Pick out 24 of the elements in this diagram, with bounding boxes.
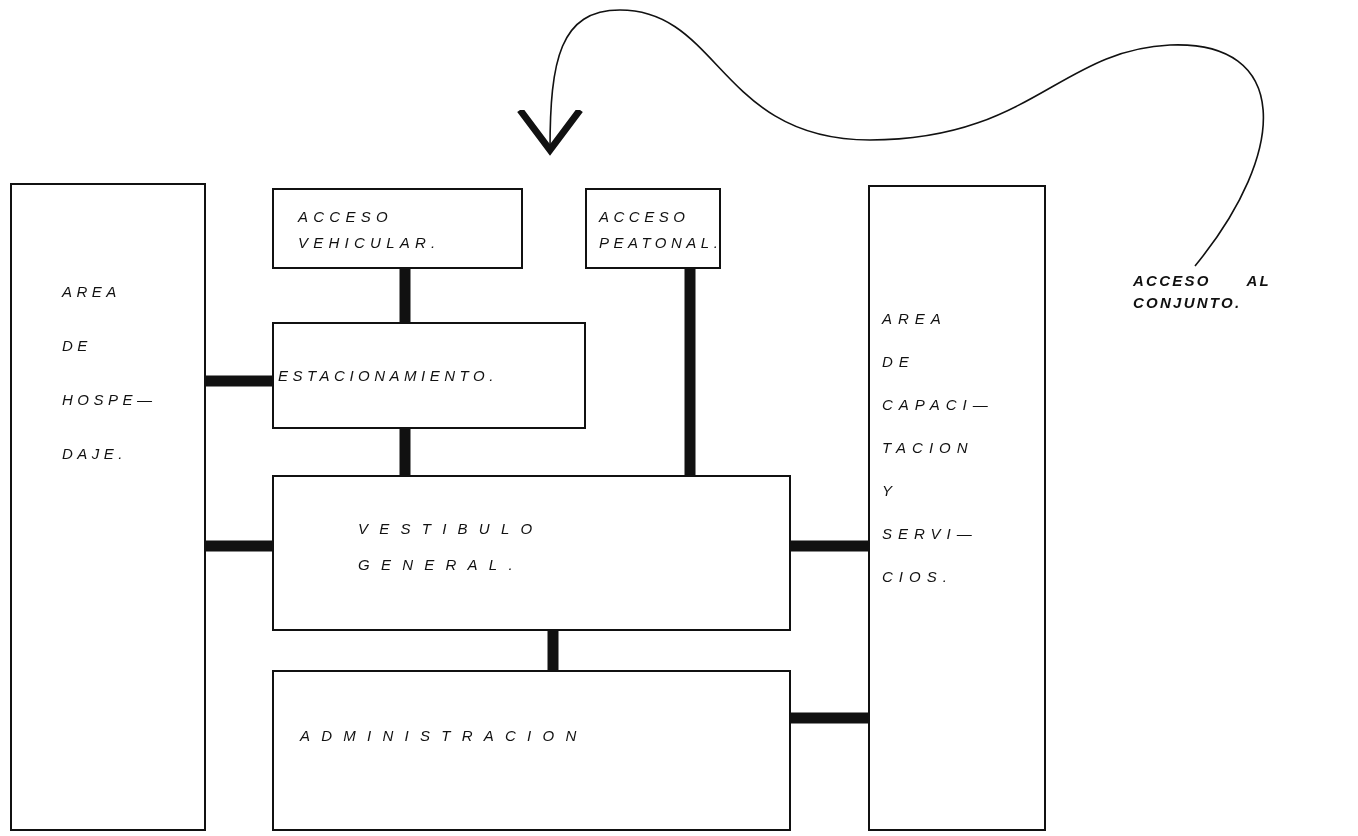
- area-label: VESTIBULO GENERAL.: [358, 519, 544, 575]
- area-box: [272, 670, 791, 831]
- connector-bar: [206, 375, 272, 387]
- connector-bar: [206, 540, 272, 552]
- area-label: ACCESO PEATONAL.: [599, 207, 723, 253]
- area-label: ACCESO AL CONJUNTO.: [1133, 271, 1272, 313]
- connector-bar: [399, 269, 411, 322]
- area-box: [272, 475, 791, 631]
- area-box: [10, 183, 206, 831]
- curved-arrow: [516, 9, 1264, 267]
- area-label: ACCESO VEHICULAR.: [298, 207, 441, 253]
- area-label: AREA DE CAPACI— TACION Y SERVI— CIOS.: [882, 309, 994, 587]
- connector-bar: [547, 631, 559, 670]
- connector-bar: [791, 540, 868, 552]
- area-box: [585, 188, 721, 269]
- area-label: ESTACIONAMIENTO.: [278, 366, 498, 386]
- area-box: [272, 322, 586, 429]
- connector-bar: [791, 712, 868, 724]
- area-label: ADMINISTRACION: [300, 726, 588, 746]
- area-label: AREA DE HOSPE— DAJE.: [62, 282, 157, 464]
- connector-bar: [399, 429, 411, 475]
- area-box: [868, 185, 1046, 831]
- area-box: [272, 188, 523, 269]
- connector-bar: [684, 269, 696, 475]
